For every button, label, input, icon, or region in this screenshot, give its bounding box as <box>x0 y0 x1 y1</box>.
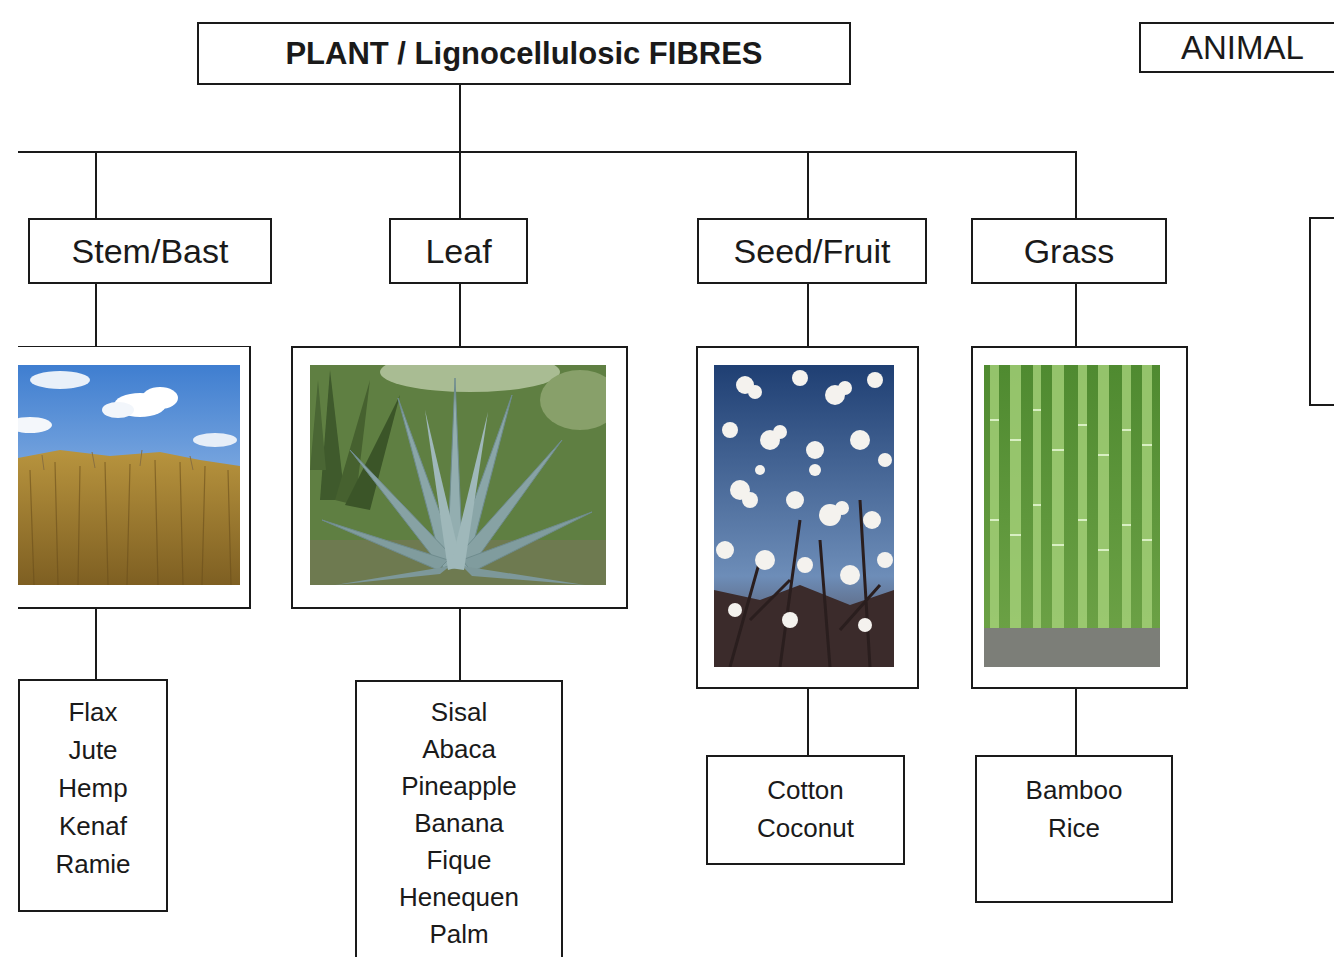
fibre-name: Coconut <box>757 809 854 847</box>
bamboo-picture <box>972 347 1187 688</box>
tree-connector <box>460 85 1076 218</box>
fibre-list: BambooRice <box>975 755 1173 903</box>
fibre-name: Abaca <box>422 731 496 768</box>
category-box: Leaf <box>389 218 528 284</box>
category-box: Grass <box>971 218 1167 284</box>
box-label: ANIMAL <box>1181 29 1304 67</box>
fibre-name: Rice <box>1048 809 1100 847</box>
box-label: Seed/Fruit <box>734 231 891 271</box>
category-box: ANIMAL <box>1139 22 1334 73</box>
bast-picture <box>8 347 250 608</box>
fibre-name: Henequen <box>399 879 519 916</box>
tree-connector <box>96 85 460 218</box>
fibre-name: Fique <box>426 842 491 879</box>
fibre-name: Cotton <box>767 771 844 809</box>
cotton-picture <box>697 347 918 688</box>
fibre-list: FlaxJuteHempKenafRamie <box>18 679 168 912</box>
category-box: Seed/Fruit <box>697 218 927 284</box>
fibre-name: Banana <box>414 805 504 842</box>
fibre-name: Kenaf <box>59 807 127 845</box>
fibre-name: Ramie <box>55 845 130 883</box>
fibre-name: Palm <box>429 916 488 953</box>
fibre-name: Sisal <box>431 694 487 731</box>
category-box: Stem/Bast <box>28 218 272 284</box>
root-box: PLANT / Lignocellulosic FIBRES <box>197 22 851 85</box>
box-label: Stem/Bast <box>72 231 229 271</box>
fibre-name: Pineapple <box>401 768 517 805</box>
fibre-name: Flax <box>68 693 117 731</box>
agave-picture <box>292 347 627 608</box>
fibre-name: Jute <box>68 731 117 769</box>
bus-extension <box>18 151 97 153</box>
partial-box <box>1310 218 1334 405</box>
box-label: Leaf <box>425 231 491 271</box>
box-label: PLANT / Lignocellulosic FIBRES <box>285 36 762 72</box>
fibre-name: Bamboo <box>1026 771 1123 809</box>
fibre-list: SisalAbacaPineappleBananaFiqueHenequenPa… <box>355 680 563 957</box>
box-label: Grass <box>1024 231 1115 271</box>
fibre-name: Hemp <box>58 769 127 807</box>
fibre-list: CottonCoconut <box>706 755 905 865</box>
